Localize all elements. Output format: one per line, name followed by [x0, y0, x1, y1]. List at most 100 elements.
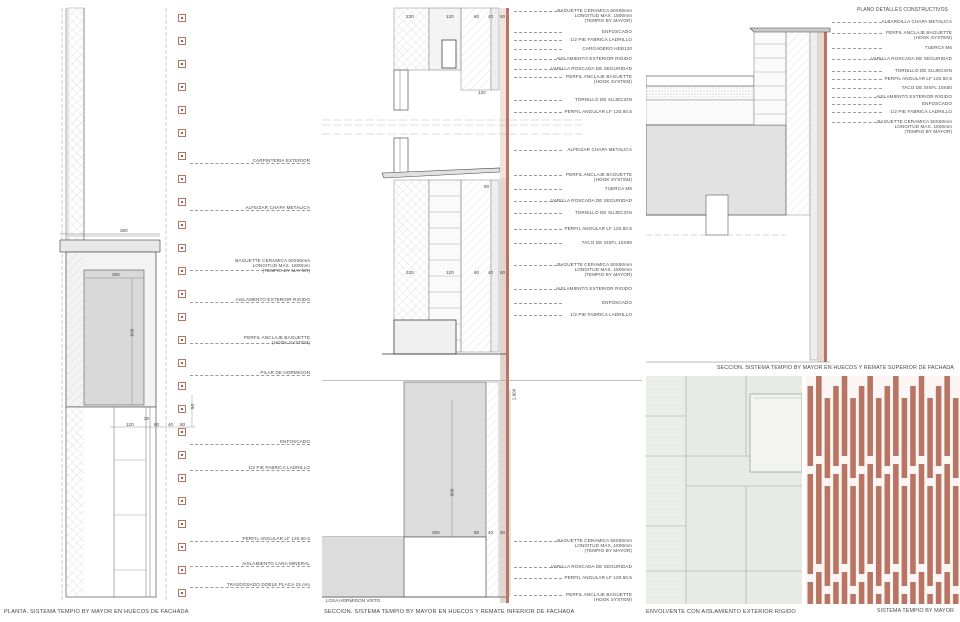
planta-label-perfil-anclaje: PERFIL ANCLAJE BAGUETTE (HOOK SYSTEM): [244, 335, 310, 346]
leader-line: [832, 79, 882, 80]
planta-caption: PLANTA. SISTEMA TEMPIO BY MAYOR EN HUECO…: [4, 609, 189, 615]
terracotta-slat: [807, 474, 814, 574]
sec-dim-120-b: 120: [478, 90, 486, 95]
leader-line: [514, 77, 562, 78]
sec-dim-120-mid: 120: [446, 270, 454, 275]
baguette-connector: [178, 152, 186, 160]
terracotta-slat: [875, 594, 882, 604]
remate-label-3: VARILLA ROSCADA DE SEGURIDAD: [870, 56, 952, 61]
planta-panel: 380 250 600 20 120 60 40 50 50 CARPINTER…: [0, 0, 320, 622]
dim-250: 250: [112, 272, 120, 277]
seccion-label-bottom-3: PERFIL ANCLAJE BAGUETTE (HOOK SYSTEM): [566, 592, 632, 603]
terracotta-slat: [807, 386, 814, 466]
sec-dim-60-top: 60: [474, 14, 480, 19]
dim-600: 600: [129, 328, 135, 337]
terracotta-slat: [944, 464, 950, 564]
seccion-label-top-2: 1/2 PIE FABRICA LADRILLO: [570, 37, 632, 42]
dim-60: 60: [154, 422, 160, 427]
remate-caption: SECCION. SISTEMA TEMPIO BY MAYOR EN HUEC…: [716, 365, 954, 371]
planta-label-baguette: BAGUETTE CERAMICA 50X50mm LONGITUD MAX. …: [235, 258, 310, 274]
planta-label-lana: AISLAMIENTO LANA MINERAL: [242, 561, 310, 566]
terracotta-slat: [910, 582, 916, 604]
terracotta-slat: [927, 594, 933, 604]
baguette-connector: [178, 244, 186, 252]
sec-dim-60-mid: 60: [474, 270, 480, 275]
seccion-label-top-6: PERFIL ANCLAJE BAGUETTE (HOOK SYSTEM): [566, 74, 632, 85]
seccion-label-top-0: BAGUETTE CERAMICA 50X50mm LONGITUD MAX. …: [557, 8, 632, 24]
planta-label-fabrica: 1/2 PIE FABRICA LADRILLO: [248, 465, 310, 470]
seccion-label-top-7: TORNILLO DE SUJECION: [574, 97, 632, 102]
leader-line: [514, 303, 562, 304]
terracotta-slat: [884, 582, 891, 604]
leader-line: [514, 69, 562, 70]
leader-line: [832, 33, 882, 34]
leader-line: [514, 213, 562, 214]
sec-dim-40-mid: 40: [488, 270, 494, 275]
leader-line: [514, 189, 562, 190]
leader-line: [514, 59, 562, 60]
terracotta-slat: [910, 386, 916, 466]
terracotta-slat: [901, 398, 908, 478]
baguette-connector: [178, 359, 186, 367]
dim-120: 120: [126, 422, 134, 427]
baguette-connector: [178, 290, 186, 298]
seccion-label-mid-1: PERFIL ANCLAJE BAGUETTE (HOOK SYSTEM): [566, 172, 632, 183]
terracotta-slat: [833, 474, 839, 574]
leader-line: [832, 59, 882, 60]
envolvente-caption: ENVOLVENTE CON AISLAMIENTO EXTERIOR RIGI…: [646, 609, 796, 615]
leader-line: [514, 32, 562, 33]
planta-label-alfeizar: ALFEIZAR CHAPA METALICA: [245, 205, 310, 210]
terracotta-slat: [952, 594, 959, 604]
planta-label-carpinteria: CARPINTERIA EXTERIOR: [252, 158, 310, 163]
baguette-connector: [178, 106, 186, 114]
terracotta-slat: [824, 486, 831, 586]
baguette-connector: [178, 175, 186, 183]
baguette-connector: [178, 451, 186, 459]
remate-label-5: PERFIL ANGULAR LF 120.60.5: [884, 76, 952, 81]
dim-50-b: 50: [190, 403, 196, 410]
terracotta-slat: [858, 386, 865, 466]
terracotta-slat: [841, 464, 848, 564]
terracotta-slat: [816, 464, 822, 564]
sec-dim-50-top: 50: [500, 14, 506, 19]
baguette-connector: [178, 83, 186, 91]
sec-dim-50-mid: 50: [500, 270, 506, 275]
terracotta-slat: [893, 376, 899, 456]
leader-line: [832, 48, 882, 49]
remate-drawing: [646, 27, 831, 363]
seccion-label-top-3: CARGADERO HEB120: [582, 46, 632, 51]
sistema-panel: SISTEMA TEMPIO BY MAYOR: [806, 376, 960, 622]
seccion-label-mid-5: PERFIL ANGULAR LF 120.60.5: [564, 226, 632, 231]
baguette-connector: [178, 566, 186, 574]
sec-vdim-1800: 1.800: [511, 388, 517, 401]
terracotta-slat: [944, 376, 950, 456]
sec-dim-90: 90: [484, 184, 490, 189]
seccion-label-mid-3: VARILLA ROSCADA DE SEGURIDAD: [550, 198, 632, 203]
remate-label-10: BAGUETTE CERAMICA 50X50mm LONGITUD MAX. …: [877, 119, 952, 135]
baguette-connector: [178, 589, 186, 597]
sec-dim-50-bot: 50: [500, 530, 506, 535]
terracotta-slat: [850, 594, 856, 604]
remate-label-2: TUERCA M6: [924, 45, 952, 50]
baguette-connector: [178, 267, 186, 275]
leader-line: [832, 71, 882, 72]
sistema-drawing: [806, 376, 960, 604]
leader-line: [514, 567, 562, 568]
leader-line: [514, 229, 562, 230]
terracotta-slat: [875, 398, 882, 478]
sec-dim-230-mid: 230: [406, 270, 414, 275]
terracotta-slat: [918, 572, 925, 604]
terracotta-slat: [952, 486, 959, 586]
terracotta-slat: [807, 582, 814, 604]
planta-label-aislamiento: AISLAMENTO EXTERIOR RIGIDO: [235, 297, 310, 302]
seccion-label-top-4: AISLAMIENTO EXTERIOR RIGIDO: [556, 56, 632, 61]
leader-line: [514, 100, 562, 101]
baguette-connector: [178, 497, 186, 505]
sec-dim-120-top: 120: [446, 14, 454, 19]
seccion-label-bottom-0: BAGUETTE CERAMICA 50X50mm LONGITUD MAX. …: [557, 538, 632, 554]
planta-drawing: [59, 7, 195, 600]
terracotta-slat: [816, 572, 822, 604]
baguette-connector: [178, 543, 186, 551]
terracotta-slat: [833, 582, 839, 604]
